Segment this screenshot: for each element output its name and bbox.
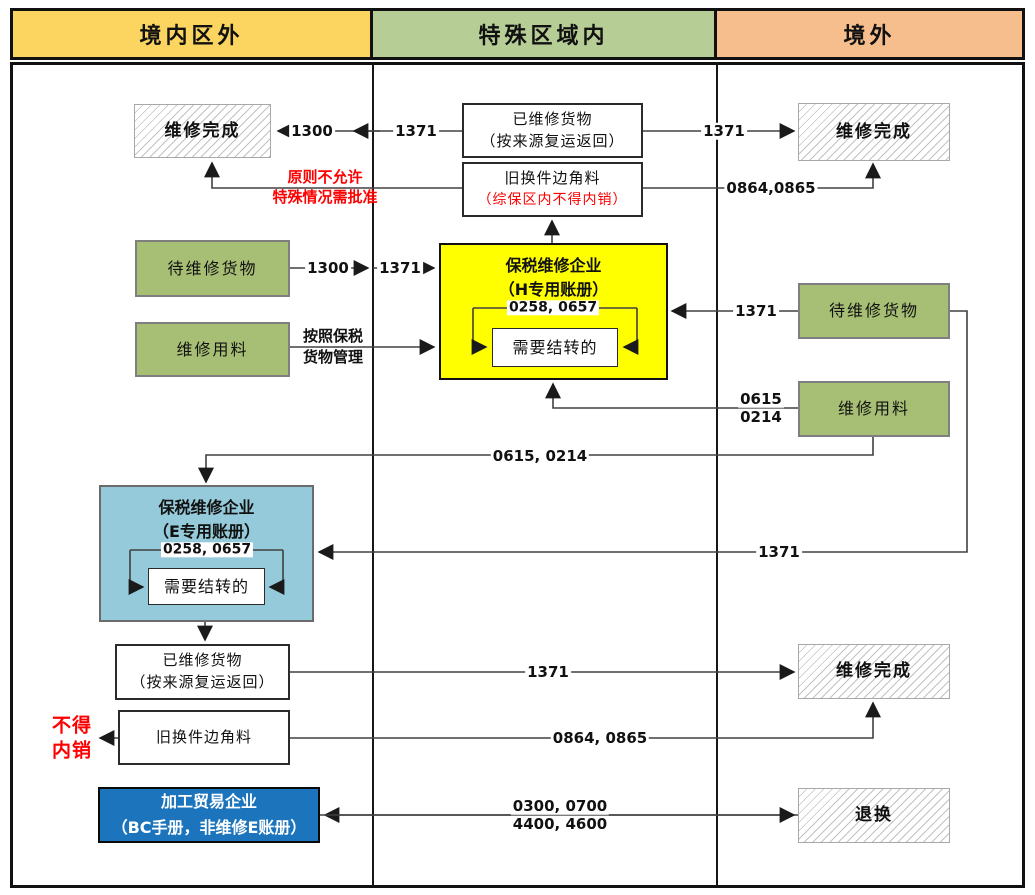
loop-h-right xyxy=(622,308,639,355)
box-pending-goods-domestic: 待维修货物 xyxy=(135,240,290,297)
box-subtitle: （BC手册，非维修E账册） xyxy=(111,818,307,837)
box-title: 保税维修企业 xyxy=(505,256,602,275)
label-1371-to-e: 1371 xyxy=(756,542,802,561)
box-title: 加工贸易企业 xyxy=(160,792,257,812)
box-subtitle: （E专用账册） xyxy=(153,522,260,541)
box-label: 退换 xyxy=(855,805,893,826)
edge-special-approval xyxy=(204,161,462,189)
box-label: 维修用料 xyxy=(837,399,910,419)
label-4400-4600: 4400, 4600 xyxy=(510,814,610,833)
label-0300-0700: 0300, 0700 xyxy=(510,796,610,815)
edge-0864-bottom xyxy=(290,701,881,739)
box-sublabel: （按来源复运返回） xyxy=(130,673,275,691)
label-1371-top-left: 1371 xyxy=(393,121,439,140)
box-h-transfer-inner: 需要结转的 xyxy=(492,328,618,367)
label-0864-0865-top: 0864,0865 xyxy=(724,178,818,197)
box-returns: 退换 xyxy=(798,788,950,843)
label-bonded-mgmt-2: 货物管理 xyxy=(300,347,366,366)
box-repair-materials-domestic: 维修用料 xyxy=(135,322,290,377)
box-label: 维修完成 xyxy=(836,121,912,142)
label-bonded-mgmt-1: 按照保税 xyxy=(300,326,366,345)
box-label: 待维修货物 xyxy=(828,301,919,321)
box-label: 维修用料 xyxy=(176,339,249,359)
box-label: 需要结转的 xyxy=(512,337,598,357)
box-pending-goods-overseas: 待维修货物 xyxy=(798,283,950,339)
loop-h-left xyxy=(471,308,488,355)
box-label: 待维修货物 xyxy=(167,258,258,278)
box-old-parts-top: 旧换件边角料 （综保区内不得内销） xyxy=(462,162,643,217)
header-domestic-outside-zone: 境内区外 xyxy=(10,8,373,60)
label-0864-0865-bottom: 0864, 0865 xyxy=(550,728,650,747)
edge-0615-0214-to-h xyxy=(545,382,798,409)
label-1371-top-right: 1371 xyxy=(701,121,747,140)
box-label: 旧换件边角料 xyxy=(504,169,601,188)
header-overseas: 境外 xyxy=(714,8,1025,60)
box-red-note: （综保区内不得内销） xyxy=(477,192,628,209)
label-no-domestic-1: 不得 xyxy=(51,714,93,737)
box-repair-done-top-right: 维修完成 xyxy=(798,103,950,161)
label-1300-mid: 1300 xyxy=(305,258,351,277)
label-0615-0214-transfer: 0615, 0214 xyxy=(490,446,590,465)
box-label: 维修完成 xyxy=(836,661,912,682)
edge-0864-topright xyxy=(643,162,881,189)
label-0214: 0214 xyxy=(738,407,784,426)
loop-e-left xyxy=(128,550,145,595)
label-1300-top: 1300 xyxy=(289,121,335,140)
label-0615: 0615 xyxy=(738,389,784,408)
box-subtitle: （H专用账册） xyxy=(498,280,609,299)
loop-e-right xyxy=(268,550,285,595)
box-label: 维修完成 xyxy=(164,120,241,141)
box-repaired-goods-bottom: 已维修货物 （按来源复运返回） xyxy=(115,644,290,700)
box-label: 已维修货物 xyxy=(162,651,243,670)
box-old-parts-bottom: 旧换件边角料 xyxy=(118,710,290,765)
label-1371-bottom: 1371 xyxy=(525,662,571,681)
box-repaired-goods-top: 已维修货物 （按来源复运返回） xyxy=(462,103,643,158)
box-processing-trade: 加工贸易企业 （BC手册，非维修E账册） xyxy=(98,787,320,843)
label-h-loop-0258-0657: 0258, 0657 xyxy=(506,299,600,316)
label-note-approval: 特殊情况需批准 xyxy=(272,187,378,206)
box-repair-done-bottom-right: 维修完成 xyxy=(798,644,950,699)
label-no-domestic-2: 内销 xyxy=(51,739,93,762)
box-label: 已维修货物 xyxy=(512,109,593,128)
label-note-principle: 原则不允许 xyxy=(287,167,363,186)
box-e-transfer-inner: 需要结转的 xyxy=(148,568,265,605)
box-label: 需要结转的 xyxy=(163,576,249,596)
label-1371-mid: 1371 xyxy=(377,258,423,277)
box-repair-done-top-left: 维修完成 xyxy=(134,104,271,158)
label-e-loop-0258-0657: 0258, 0657 xyxy=(160,541,254,558)
edge-1371-to-e xyxy=(317,310,968,560)
header-special-zone: 特殊区域内 xyxy=(370,8,717,60)
box-repair-materials-overseas: 维修用料 xyxy=(798,381,950,437)
label-1371-overseas-in: 1371 xyxy=(733,301,779,320)
box-label: 旧换件边角料 xyxy=(155,727,252,746)
box-title: 保税维修企业 xyxy=(158,498,255,517)
box-sublabel: （按来源复运返回） xyxy=(480,131,625,150)
